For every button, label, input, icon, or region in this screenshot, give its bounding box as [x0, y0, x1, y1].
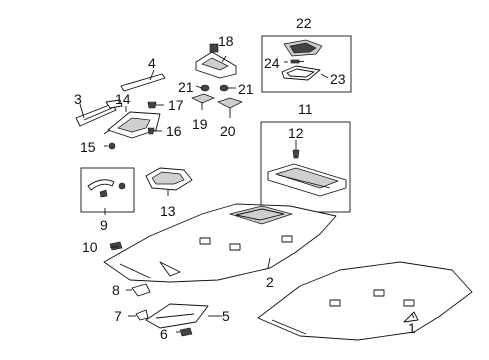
- callout-8: 8: [112, 282, 120, 298]
- callout-22: 22: [296, 15, 312, 31]
- cover-19: [191, 93, 215, 104]
- clip-16: [147, 127, 155, 135]
- headliner-1: [257, 261, 473, 341]
- callout-23: 23: [330, 71, 346, 87]
- callout-6: 6: [160, 326, 168, 342]
- clip-21b: [219, 84, 229, 92]
- callout-13: 13: [160, 203, 176, 219]
- callout-16: 16: [166, 123, 182, 139]
- callout-10: 10: [82, 239, 98, 255]
- callout-3: 3: [74, 91, 82, 107]
- screw-15: [108, 142, 116, 150]
- callout-15: 15: [80, 139, 96, 155]
- callout-4: 4: [148, 55, 156, 71]
- sunroof-switch-18: [195, 43, 237, 79]
- grab-handle: [87, 179, 126, 198]
- callout-1: 1: [408, 320, 416, 336]
- callout-14: 14: [115, 91, 131, 107]
- callout-21a: 21: [178, 79, 194, 95]
- callout-2: 2: [266, 274, 274, 290]
- sun-visor-5: [145, 303, 209, 329]
- callout-11: 11: [298, 101, 313, 117]
- clip-7: [135, 309, 149, 321]
- clip-10: [109, 241, 123, 251]
- map-light-housing: [283, 39, 323, 57]
- leader-lines: [79, 55, 415, 333]
- map-light-lens: [281, 65, 321, 81]
- holder-6: [179, 327, 193, 337]
- trim-strip-4: [120, 73, 166, 92]
- cover-20: [217, 97, 243, 109]
- dome-light-13: [145, 167, 193, 191]
- callout-17: 17: [168, 97, 184, 113]
- callout-21b: 21: [238, 81, 254, 97]
- rear-trim-panel: [267, 163, 347, 197]
- clip-21a: [200, 84, 210, 92]
- headliner-2: [103, 203, 337, 283]
- pillar-trim-3: [75, 99, 123, 127]
- callout-12: 12: [288, 125, 304, 141]
- hook-8: [131, 283, 151, 297]
- callout-18: 18: [218, 33, 234, 49]
- callout-7: 7: [114, 308, 122, 324]
- clip-12: [292, 144, 300, 159]
- box-part-11: [260, 121, 351, 213]
- box-part-22: [261, 35, 352, 93]
- callout-5: 5: [222, 308, 230, 324]
- callout-19: 19: [192, 116, 208, 132]
- callout-20: 20: [220, 123, 236, 139]
- clip-17: [147, 101, 157, 109]
- callout-24: 24: [264, 55, 280, 71]
- console-14: [103, 111, 161, 139]
- screw-24: [290, 59, 304, 64]
- box-part-9: [80, 167, 135, 213]
- callout-9: 9: [100, 217, 108, 233]
